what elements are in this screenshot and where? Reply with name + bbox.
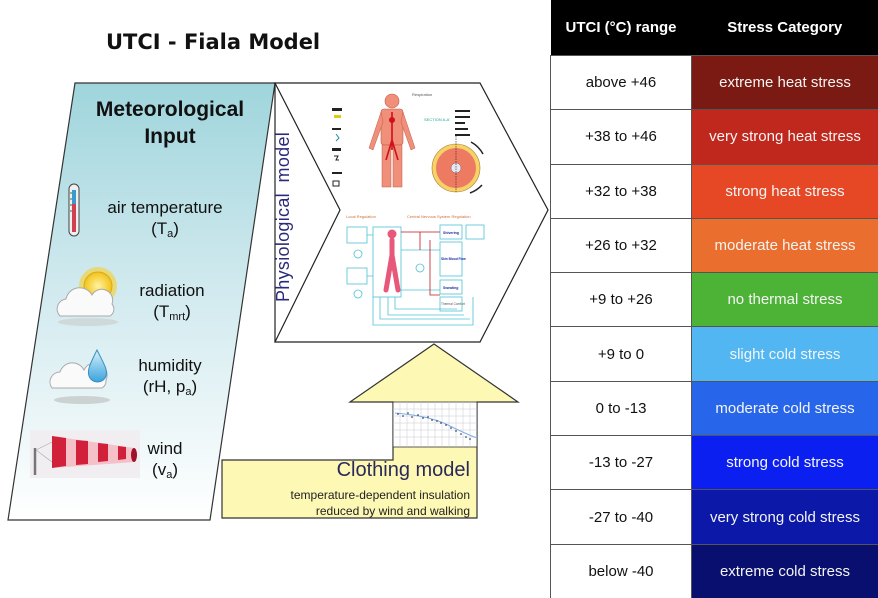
- heading-line-1: Meteorological: [95, 98, 245, 121]
- stress-category-cell: very strong cold stress: [691, 489, 878, 545]
- windsock-icon: [30, 430, 140, 478]
- stress-category-cell: slight cold stress: [691, 326, 878, 382]
- input-label: wind: [147, 439, 183, 458]
- utci-range-cell: above +46: [550, 54, 692, 110]
- utci-range-cell: +26 to +32: [550, 217, 692, 273]
- input-symbol: (va): [152, 460, 178, 481]
- stress-category-cell: no thermal stress: [691, 272, 878, 327]
- physiological-model-panel: [274, 82, 549, 343]
- cns-regulation-label: Central Nervous System Regulation: [407, 214, 471, 219]
- local-regulation-label: Local Regulation: [346, 214, 376, 219]
- header-range: UTCI (°C) range: [550, 0, 692, 56]
- clothing-model-title: Clothing model: [336, 459, 470, 481]
- sun-cloud-icon: [56, 267, 118, 326]
- input-wind: wind (va): [140, 438, 190, 486]
- table-header-row: UTCI (°C) range Stress Category: [550, 0, 878, 56]
- utci-range-cell: 0 to -13: [550, 380, 692, 436]
- skin-blood-flow-label: Skin Blood Flow: [441, 257, 466, 261]
- physiological-model-label: Physiological model: [273, 131, 293, 302]
- input-label: air temperature: [107, 198, 223, 217]
- clothing-model-arrow: [221, 343, 520, 519]
- input-radiation: radiation (Tmrt): [127, 280, 217, 328]
- input-humidity: humidity (rH, pa): [125, 355, 215, 403]
- thermometer-icon: [68, 183, 80, 237]
- cylinder-cross-section: SECTION A-A': [424, 110, 484, 194]
- stress-category-cell: extreme heat stress: [691, 54, 878, 110]
- utci-stress-table: UTCI (°C) range Stress Category above +4…: [550, 0, 878, 598]
- section-label: SECTION A-A': [424, 117, 450, 122]
- thermal-comfort-label: Thermal Comfort: [441, 302, 465, 306]
- utci-range-cell: +9 to 0: [550, 326, 692, 382]
- clothing-model-description: temperature-dependent insulation reduced…: [291, 487, 470, 519]
- stress-category-cell: moderate heat stress: [691, 217, 878, 273]
- cloud-raindrop-icon: [49, 348, 110, 404]
- respiration-label: Respiration: [412, 92, 432, 97]
- input-symbol: (Tmrt): [153, 302, 191, 323]
- meteorological-input-heading: Meteorological Input: [80, 96, 260, 150]
- stress-category-cell: strong heat stress: [691, 163, 878, 219]
- utci-range-cell: +38 to +46: [550, 109, 692, 165]
- description-line-1: temperature-dependent insulation: [290, 488, 470, 502]
- insulation-scatter-plot: [392, 401, 478, 448]
- utci-range-cell: +32 to +38: [550, 163, 692, 219]
- heading-line-2: Input: [144, 125, 196, 148]
- shivering-label: Shivering: [443, 231, 459, 235]
- description-line-2: reduced by wind and walking: [315, 504, 470, 518]
- input-label: radiation: [139, 281, 205, 300]
- input-symbol: (Ta): [151, 219, 179, 240]
- header-category: Stress Category: [691, 0, 878, 56]
- body-thermal-figure: Respiration: [332, 92, 432, 188]
- diagram-shapes: Respiration SECTION A-A' Local Regulatio…: [7, 82, 549, 521]
- stress-category-cell: extreme cold stress: [691, 543, 878, 598]
- diagram-title: UTCI - Fiala Model: [106, 30, 321, 54]
- regulation-block-diagram: Local Regulation Central Nervous System …: [346, 214, 485, 326]
- utci-range-cell: below -40: [550, 543, 692, 598]
- utci-range-cell: -13 to -27: [550, 435, 692, 490]
- sweating-label: Sweating: [443, 286, 458, 290]
- utci-range-cell: -27 to -40: [550, 489, 692, 545]
- input-air-temperature: air temperature (Ta): [90, 197, 240, 245]
- stress-category-cell: moderate cold stress: [691, 380, 878, 436]
- stress-category-cell: very strong heat stress: [691, 109, 878, 165]
- stress-category-cell: strong cold stress: [691, 435, 878, 490]
- input-symbol: (rH, pa): [142, 377, 198, 398]
- utci-range-cell: +9 to +26: [550, 272, 692, 327]
- input-label: humidity: [138, 356, 202, 375]
